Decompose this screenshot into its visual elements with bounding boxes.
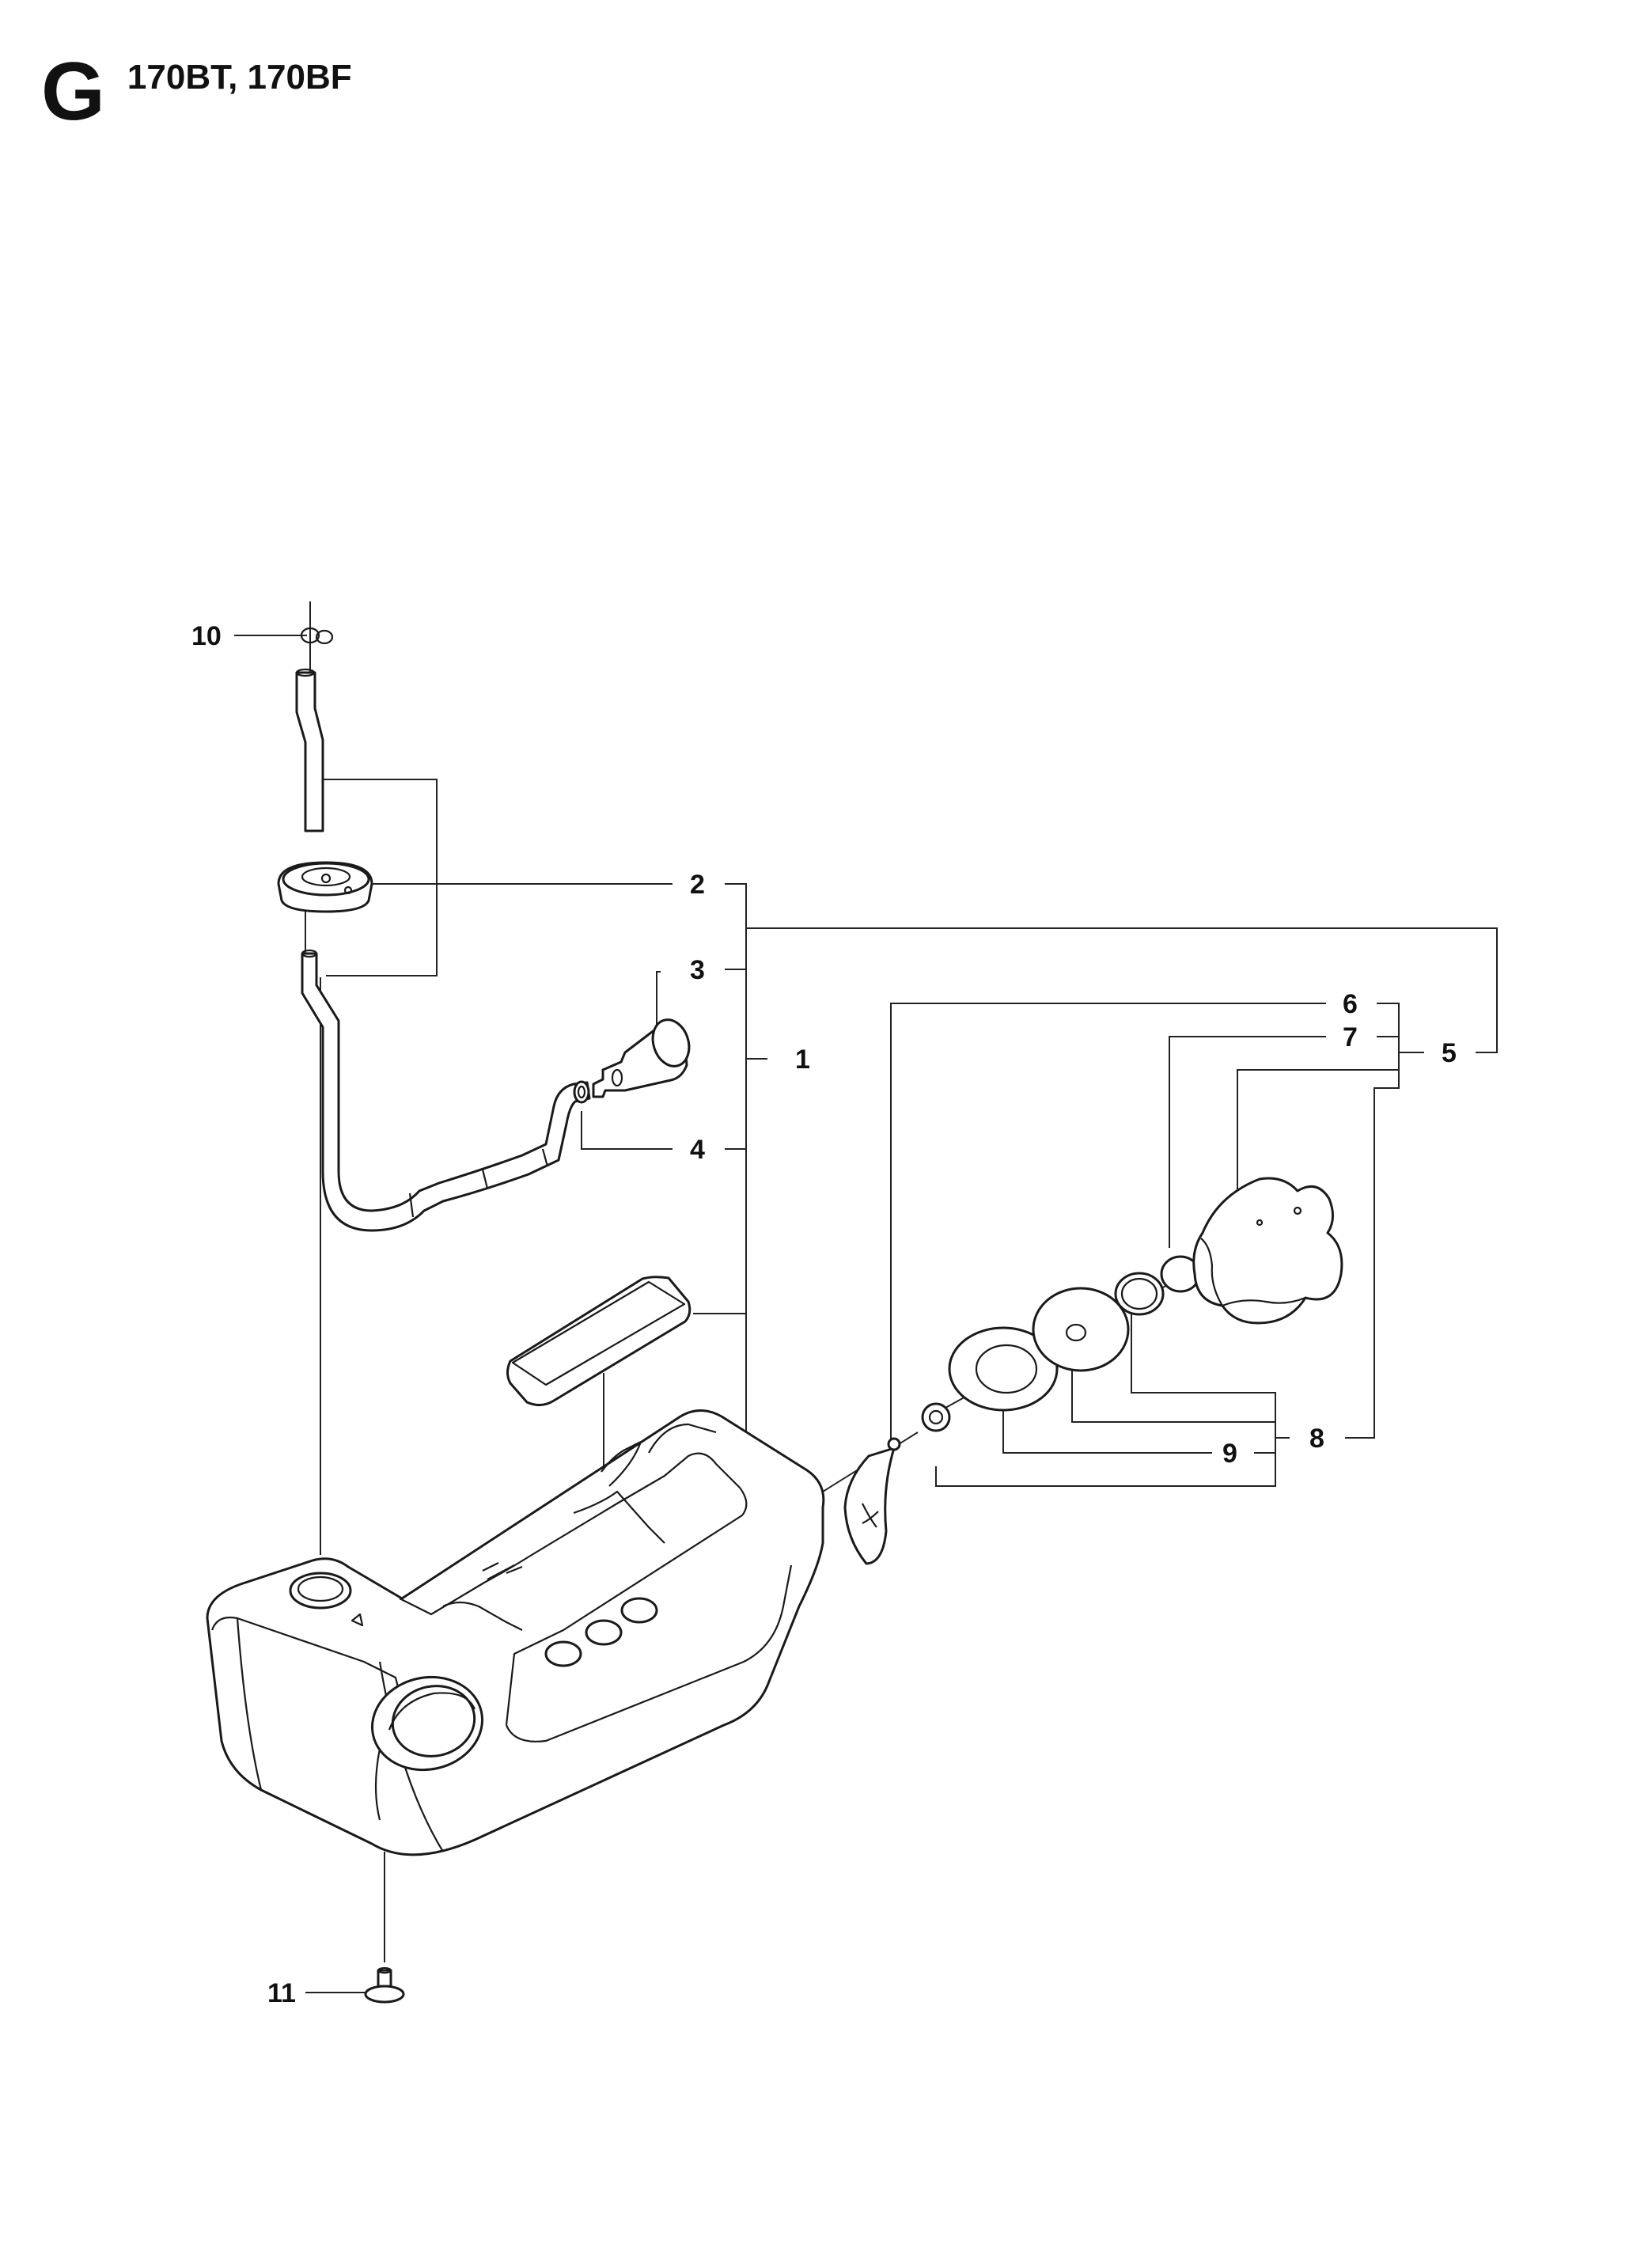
callout-11: 11 xyxy=(267,1978,296,2008)
callout-8: 8 xyxy=(1309,1424,1324,1454)
callout-3: 3 xyxy=(690,955,705,985)
callout-1: 1 xyxy=(795,1045,810,1075)
cap-retainer-ring xyxy=(948,1326,1059,1412)
callout-labels: 10 2 3 1 4 6 7 5 8 9 11 xyxy=(191,621,1457,2008)
grommet xyxy=(277,861,373,913)
fuel-hose xyxy=(301,949,591,1232)
fuel-cap xyxy=(1192,1177,1343,1325)
clamp xyxy=(573,1080,590,1104)
callout-4: 4 xyxy=(690,1135,705,1165)
cap-insert xyxy=(1114,1272,1165,1316)
fuel-filter xyxy=(592,1018,691,1098)
tank-foot xyxy=(364,1966,405,2004)
callout-6: 6 xyxy=(1343,989,1358,1019)
callout-7: 7 xyxy=(1343,1022,1358,1052)
cap-gasket xyxy=(1032,1287,1130,1372)
page-header: G 170BT, 170BF xyxy=(41,51,352,133)
model-title: 170BT, 170BF xyxy=(127,58,352,97)
cap-valve xyxy=(921,1402,951,1432)
cap-strap xyxy=(843,1437,901,1565)
section-letter: G xyxy=(41,46,105,138)
callout-2: 2 xyxy=(690,870,705,900)
callout-5: 5 xyxy=(1442,1038,1457,1068)
callout-10: 10 xyxy=(191,621,222,651)
fuel-hose-upper xyxy=(295,668,324,832)
fuel-tank xyxy=(206,1409,825,1856)
tank-pad xyxy=(506,1276,691,1406)
callout-9: 9 xyxy=(1222,1439,1237,1469)
hose-clip xyxy=(300,627,334,645)
